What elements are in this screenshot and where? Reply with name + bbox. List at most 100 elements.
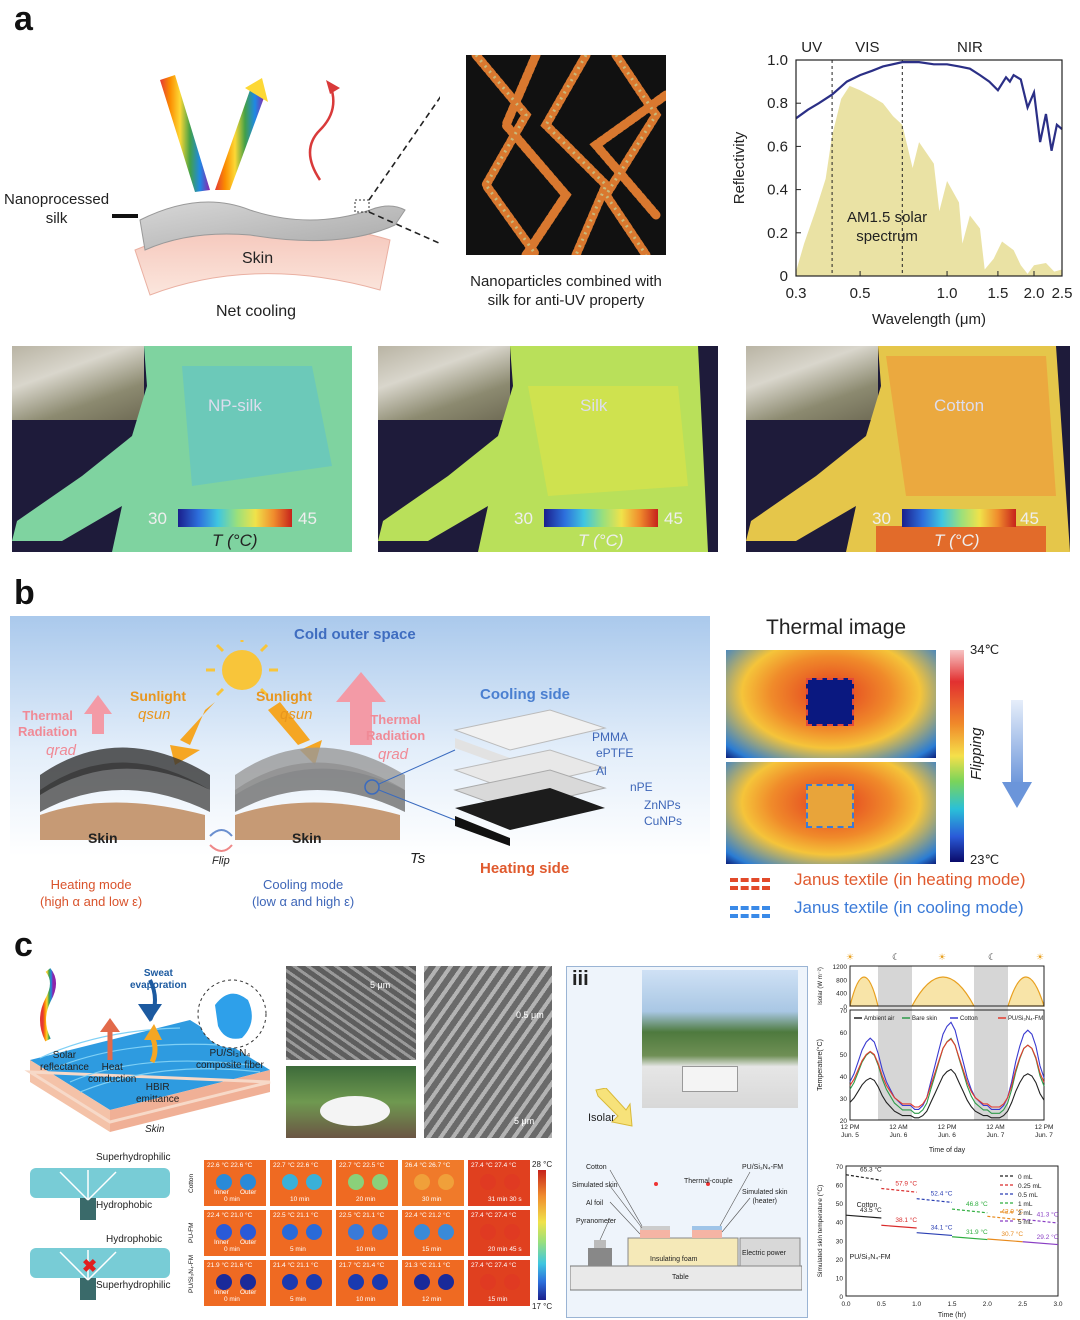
- spectrum-annotation: AM1.5 solar: [847, 209, 927, 226]
- cotton-temp-label: 46.8 °C: [966, 1200, 988, 1208]
- legend-cooling-label: Janus textile (in cooling mode): [794, 898, 1024, 917]
- x-tick-label: Jun. 5: [841, 1132, 859, 1139]
- ir-time-label: 0 min: [224, 1296, 240, 1303]
- hand-photo: [286, 1066, 416, 1138]
- y-tick-label: 10: [836, 1275, 844, 1282]
- qrad-right: qrad: [378, 746, 409, 763]
- thermal-image-heating: [726, 650, 936, 758]
- sem-image-1: [286, 966, 416, 1060]
- device-box: [682, 1066, 738, 1092]
- moon-icon: ☾: [892, 952, 900, 962]
- ir-temp-label: 21.9 °C 21.6 °C: [207, 1262, 253, 1269]
- solar-spectrum-area: [796, 85, 1062, 276]
- silk-label: Nanoprocessed silk: [4, 191, 110, 227]
- thermal-image-title: Thermal image: [766, 616, 907, 639]
- skin-label: Skin: [242, 250, 274, 267]
- sem-scale-3: 5 μm: [514, 1116, 535, 1126]
- spectrum-annotation: spectrum: [856, 228, 918, 245]
- silk-schematic: [112, 75, 440, 296]
- x-tick-label: 2.0: [1024, 285, 1045, 302]
- cotton-temp-label: 41.3 °C: [1037, 1210, 1059, 1218]
- patch-heating: [806, 784, 854, 828]
- layer-pmma: PMMA: [592, 730, 628, 744]
- legend-label: 0.5 mL: [1018, 1192, 1038, 1199]
- solar-arrow: [595, 1088, 633, 1127]
- outer-label: Outer: [240, 1289, 257, 1296]
- legend-label: 1 mL: [1018, 1201, 1033, 1208]
- legend-label: 0 mL: [1018, 1174, 1033, 1181]
- inner-label: Inner: [214, 1289, 229, 1296]
- cotton-temp-label: 52.4 °C: [931, 1190, 953, 1198]
- legend-label: 2 mL: [1018, 1210, 1033, 1217]
- x-tick-label: Jun. 7: [987, 1132, 1005, 1139]
- layer-eptfe: ePTFE: [596, 746, 634, 760]
- thermal-image-cotton: Cotton 30 45 T (°C): [746, 346, 1070, 552]
- region-label: VIS: [855, 39, 879, 56]
- cbar-max: 45: [664, 509, 683, 528]
- y-tick-label: 0.8: [767, 95, 788, 112]
- colorbar: [902, 509, 1016, 527]
- pu-temp-label: 38.1 °C: [895, 1216, 917, 1224]
- ir-spot-inner: [282, 1224, 298, 1240]
- flip-label: Flip: [212, 855, 230, 867]
- y-tick-label: 50: [836, 1201, 844, 1208]
- y-axis-label: Reflectivity: [731, 131, 748, 204]
- setup-sim-skin: Simulated skin: [572, 1182, 618, 1189]
- ir-spot-inner: [348, 1174, 364, 1190]
- bottom-plot-frame: [849, 1009, 1045, 1121]
- ir-row-label: PU/Si₃N₄-FM: [188, 1254, 195, 1293]
- plot-frame: [795, 59, 1063, 277]
- y-tick-label: 1.0: [767, 52, 788, 69]
- layer-znnps: ZnNPs: [644, 798, 681, 812]
- ir-temp-label: 22.7 °C 22.5 °C: [339, 1162, 385, 1169]
- y-tick-label: 60: [840, 1030, 848, 1037]
- cbar-max: 45: [298, 509, 317, 528]
- ir-spot-inner: [216, 1224, 232, 1240]
- ir-time-label: 15 min: [488, 1296, 508, 1303]
- photo-inset: [746, 346, 878, 420]
- heat-label: Heat conduction: [88, 1062, 137, 1085]
- solar-label: Solar reflectance: [40, 1050, 89, 1073]
- y-tick-label: 0.6: [767, 138, 788, 155]
- cbar-unit: T (°C): [212, 531, 258, 550]
- ir-time-label: 10 min: [356, 1296, 376, 1303]
- cbar-min: 30: [514, 509, 533, 528]
- x-tick-label: 1.5: [947, 1301, 956, 1308]
- y-tick-label: 40: [840, 1074, 848, 1081]
- top-y-tick-label: 400: [836, 991, 847, 998]
- legend-heating-label: Janus textile (in heating mode): [794, 870, 1026, 889]
- solar-irradiance-curve: [910, 976, 976, 1007]
- janus-illustration: [40, 640, 607, 852]
- thermal-image-cooling: [726, 762, 936, 864]
- ir-spot-outer: [372, 1174, 388, 1190]
- photo-inset: [12, 346, 144, 420]
- setup-pyranometer: Pyranometer: [576, 1218, 617, 1225]
- top-y-tick-label: 1200: [833, 964, 848, 971]
- heating-side-label: Heating side: [480, 860, 570, 877]
- cbar-min: 30: [148, 509, 167, 528]
- ir-spot-outer: [438, 1174, 454, 1190]
- pu-step-1: [881, 1224, 917, 1229]
- x-tick-label: 12 PM: [841, 1124, 860, 1131]
- setup-foam: Insulating foam: [650, 1256, 698, 1263]
- thermal-title: NP-silk: [208, 396, 262, 415]
- fiber-schematic: [24, 968, 271, 1132]
- setup-thermocouple: Thermal-couple: [684, 1178, 733, 1185]
- thermal-radiation-left: Thermal Radiation: [18, 708, 78, 739]
- photo-inset: [378, 346, 510, 420]
- legend-label: Ambient air: [864, 1016, 894, 1022]
- ir-temp-label: 22.4 °C 21.0 °C: [207, 1212, 253, 1219]
- cooling-side-label: Cooling side: [480, 686, 570, 703]
- space-label: Cold outer space: [294, 626, 416, 643]
- x-tick-label: 2.5: [1052, 285, 1073, 302]
- thermal-title: Silk: [580, 396, 608, 415]
- hydrophobic-bottom: Hydrophobic: [106, 1234, 163, 1245]
- sem-scale-2: 0.5 μm: [516, 1010, 544, 1020]
- skin-left: Skin: [88, 830, 118, 846]
